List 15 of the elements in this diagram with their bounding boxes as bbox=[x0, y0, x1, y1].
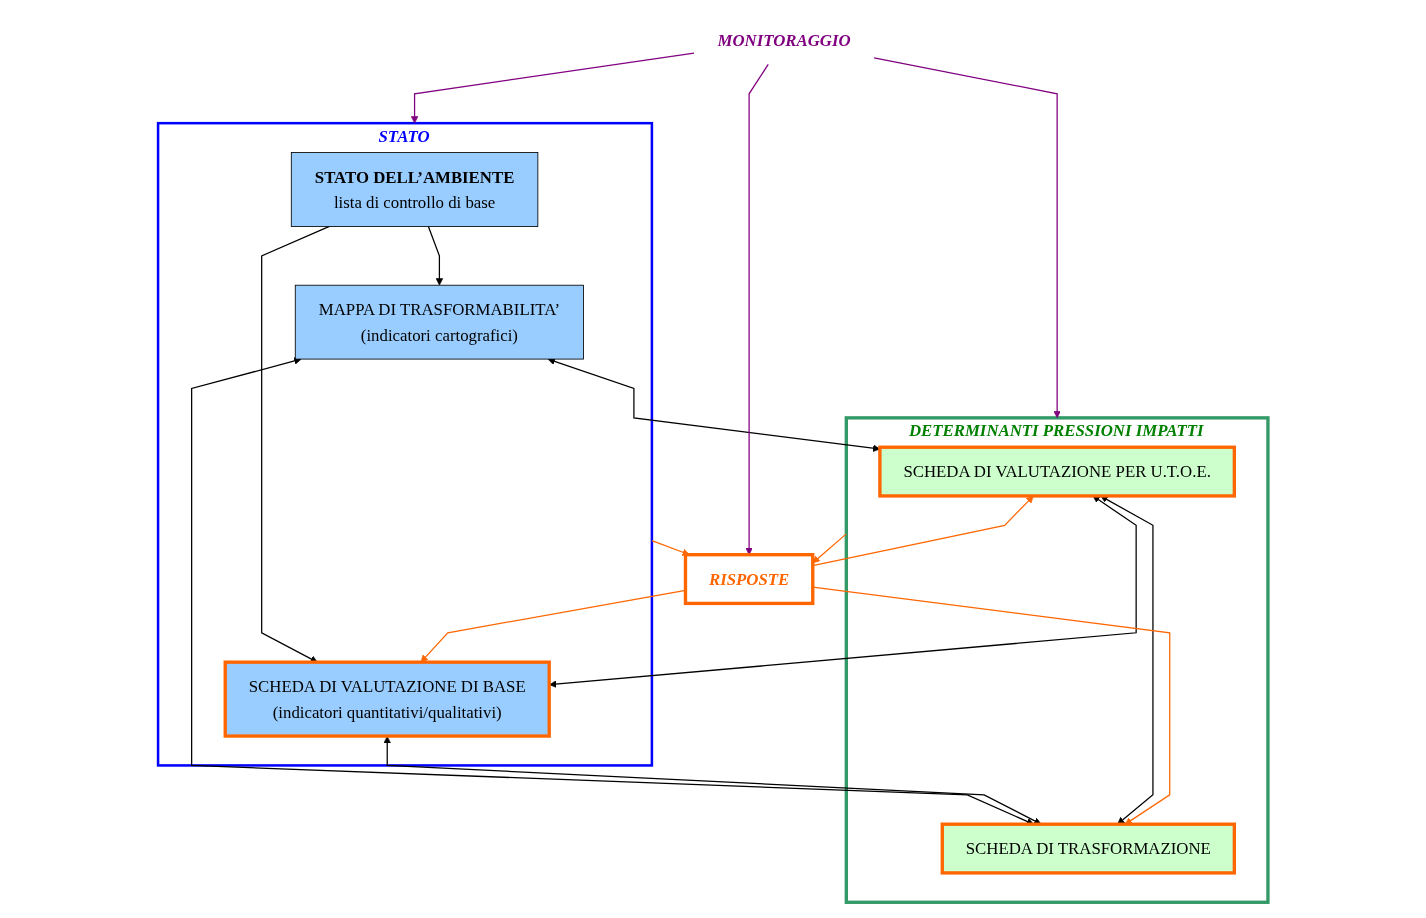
arrow bbox=[1100, 495, 1154, 825]
arrow bbox=[651, 539, 690, 556]
arrow bbox=[427, 225, 444, 286]
node-box: SCHEDA DI TRASFORMAZIONE bbox=[940, 822, 1237, 875]
arrow bbox=[873, 57, 1061, 419]
node-text: MONITORAGGIO bbox=[717, 30, 851, 50]
arrow bbox=[383, 736, 1042, 825]
node-box: STATO DELL’AMBIENTE lista di controllo di base bbox=[290, 152, 539, 227]
node-box: RISPOSTE bbox=[683, 553, 815, 606]
node-box: SCHEDA DI VALUTAZIONE DI BASE (indicatori quantitativi/qualitativi) bbox=[223, 660, 551, 738]
node-box: SCHEDA DI VALUTAZIONE PER U.T.O.E. bbox=[878, 445, 1237, 498]
arrow bbox=[191, 357, 1034, 825]
arrow bbox=[261, 225, 331, 663]
node-box: MAPPA DI TRASFORMABILITA’ (indicatori cartografici) bbox=[294, 284, 584, 360]
arrow bbox=[410, 52, 695, 124]
